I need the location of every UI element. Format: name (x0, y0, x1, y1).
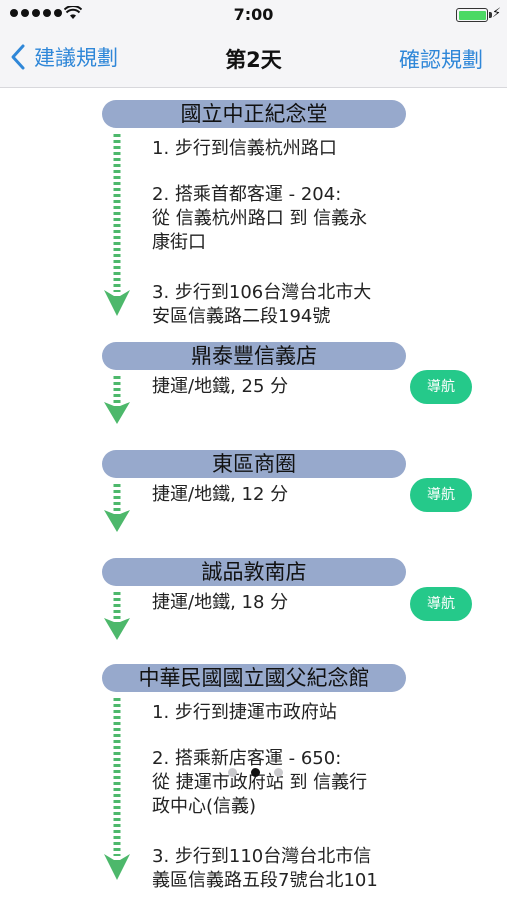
down-arrow-icon (102, 374, 132, 426)
route-step: 3. 步行到110台灣台北市信 (152, 846, 372, 867)
route-step: 捷運/地鐵, 25 分 (152, 376, 289, 397)
navigate-button[interactable]: 導航 (410, 587, 472, 621)
stop-pill: 國立中正紀念堂 (102, 100, 406, 128)
signal-strength-icon (10, 9, 62, 17)
route-step: 捷運/地鐵, 12 分 (152, 484, 289, 505)
navigate-button[interactable]: 導航 (410, 478, 472, 512)
route-step: 1. 步行到捷運市政府站 (152, 702, 337, 723)
bolt-icon: ⚡ (492, 6, 502, 21)
top-bar: 7:00 ⚡ 建議規劃 第2天 確認規劃 (0, 0, 507, 88)
status-bar: 7:00 ⚡ (0, 0, 507, 30)
route-step: 康街口 (152, 232, 206, 253)
route-step: 義區信義路五段7號台北101 (152, 870, 378, 891)
route-step: 政中心(信義) (152, 796, 257, 817)
down-arrow-icon (102, 482, 132, 534)
confirm-plan-button[interactable]: 確認規劃 (399, 48, 483, 72)
stop-pill: 中華民國國立國父紀念館 (102, 664, 406, 692)
route-step: 2. 搭乘首都客運 - 204: (152, 184, 342, 205)
route-step: 安區信義路二段194號 (152, 306, 331, 327)
route-step: 1. 步行到信義杭州路口 (152, 138, 337, 159)
route-step: 3. 步行到106台灣台北市大 (152, 282, 372, 303)
route-step: 從 信義杭州路口 到 信義永 (152, 208, 368, 229)
page-dot[interactable] (274, 768, 283, 777)
down-arrow-icon (102, 132, 132, 318)
down-arrow-icon (102, 696, 132, 882)
battery-icon (456, 8, 492, 22)
page-title: 第2天 (225, 48, 282, 72)
page-dot-active[interactable] (251, 768, 260, 777)
wifi-icon (64, 6, 82, 19)
back-button-label: 建議規劃 (34, 46, 118, 70)
stop-pill: 東區商圈 (102, 450, 406, 478)
stop-pill: 誠品敦南店 (102, 558, 406, 586)
status-time: 7:00 (233, 5, 274, 24)
route-step: 2. 搭乘新店客運 - 650: (152, 748, 342, 769)
stop-pill: 鼎泰豐信義店 (102, 342, 406, 370)
down-arrow-icon (102, 590, 132, 642)
chevron-left-icon (11, 44, 25, 70)
page-indicator[interactable] (228, 768, 283, 777)
navigate-button[interactable]: 導航 (410, 370, 472, 404)
page-dot[interactable] (228, 768, 237, 777)
route-step: 從 捷運市政府站 到 信義行 (152, 772, 368, 793)
back-button[interactable]: 建議規劃 (10, 40, 118, 74)
route-step: 捷運/地鐵, 18 分 (152, 592, 289, 613)
